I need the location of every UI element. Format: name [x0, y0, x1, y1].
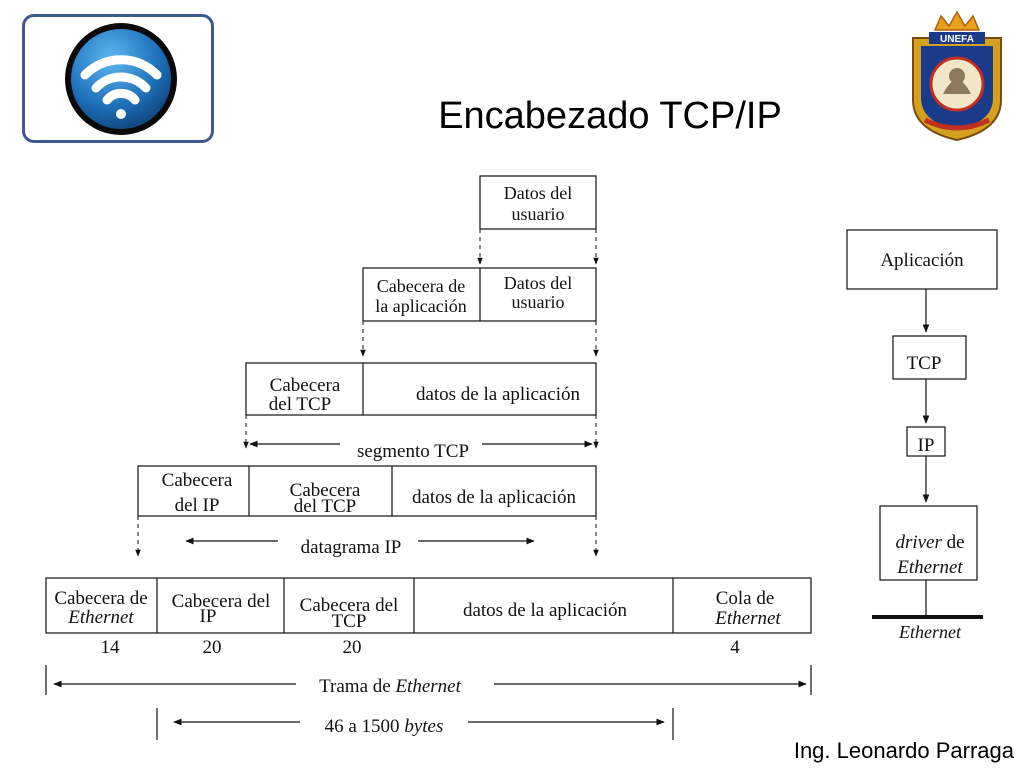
ethernet-frame-box: [45, 577, 812, 634]
university-crest-icon: UNEFA: [912, 10, 1002, 142]
user-data-box: [479, 175, 597, 230]
frame-label: Trama de Ethernet: [319, 676, 461, 697]
tcp-segment-label: segmento TCP: [357, 441, 469, 462]
ethernet-trailer-label: Cola de: [716, 588, 775, 609]
slide-title: Encabezado TCP/IP: [438, 95, 782, 137]
svg-text:TCP: TCP: [332, 611, 367, 632]
svg-text:la aplicación: la aplicación: [375, 296, 466, 316]
tcp-header-label-3: Cabecera del: [300, 595, 399, 616]
size-ethernet-trailer: 4: [730, 637, 740, 658]
app-data-label-2: datos de la aplicación: [412, 487, 577, 508]
app-data-label: datos de la aplicación: [416, 384, 581, 405]
svg-text:Ethernet: Ethernet: [714, 608, 781, 629]
tcp-header-label-2: Cabecera: [290, 480, 361, 501]
app-data-label-3: datos de la aplicación: [463, 600, 628, 621]
tcp-header-label: Cabecera: [270, 375, 341, 396]
ip-header-label-3: Cabecera del: [172, 591, 271, 612]
svg-text:del TCP: del TCP: [269, 394, 331, 415]
ip-layer-label: IP: [918, 435, 935, 456]
encapsulation-arrows: [135, 229, 599, 557]
svg-text:Ethernet: Ethernet: [67, 607, 134, 628]
app-header-label: Cabecera de: [377, 276, 465, 296]
ip-header-label: Cabecera: [162, 470, 233, 491]
ip-datagram-label: datagrama IP: [301, 537, 402, 558]
svg-text:Ethernet: Ethernet: [896, 557, 963, 578]
footer-author: Ing. Leonardo Parraga: [793, 738, 1014, 763]
user-data-label: Datos del: [504, 183, 572, 203]
svg-text:usuario: usuario: [512, 204, 565, 224]
size-ip-header: 20: [203, 637, 222, 658]
driver-layer-box: [879, 505, 978, 581]
ethernet-bus-label: Ethernet: [898, 622, 962, 642]
svg-text:usuario: usuario: [512, 292, 565, 312]
application-layer-box: [846, 229, 998, 290]
crest-label: UNEFA: [940, 34, 974, 45]
wifi-icon: [65, 23, 177, 135]
svg-text:IP: IP: [200, 606, 217, 627]
user-data-label-2: Datos del: [504, 273, 572, 293]
svg-text:del TCP: del TCP: [294, 496, 356, 517]
ip-datagram-box: [137, 465, 597, 517]
tcp-layer-label: TCP: [907, 353, 942, 374]
size-ethernet-header: 14: [101, 637, 121, 658]
bytes-label: 46 a 1500 bytes: [325, 716, 444, 737]
logo-frame: [22, 14, 214, 143]
tcp-segment-box: [245, 362, 597, 416]
driver-layer-label: driver de: [895, 532, 964, 553]
size-tcp-header: 20: [343, 637, 362, 658]
svg-text:del IP: del IP: [175, 495, 220, 516]
tcp-layer-box: [892, 335, 967, 380]
application-layer-label: Aplicación: [880, 250, 964, 271]
ethernet-header-label: Cabecera de: [54, 588, 147, 609]
